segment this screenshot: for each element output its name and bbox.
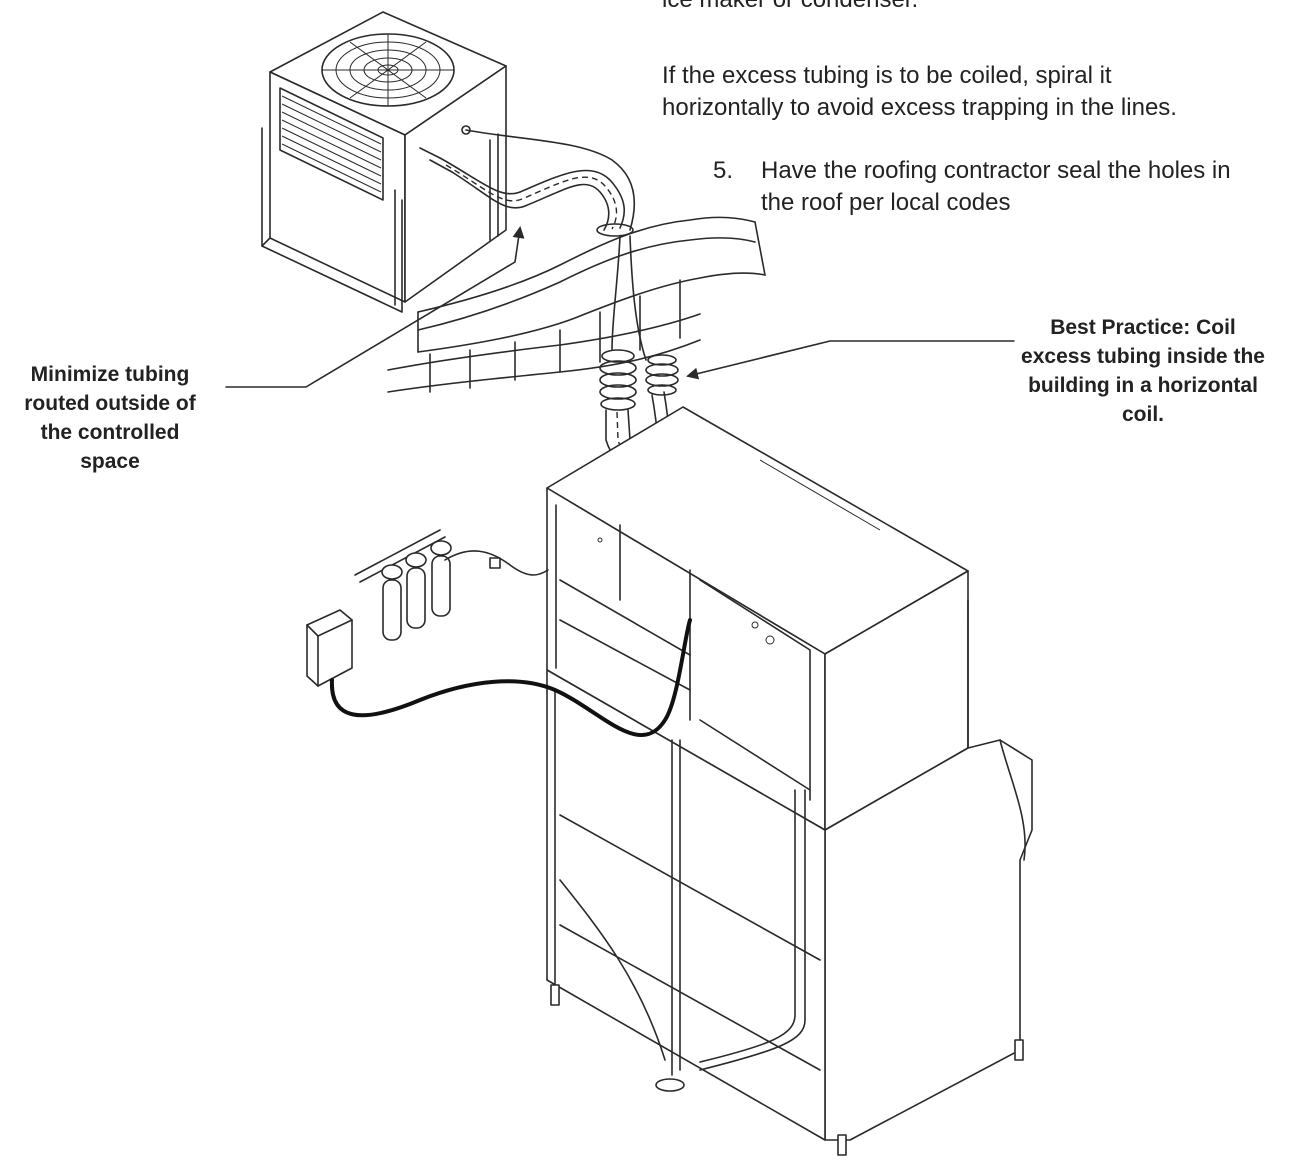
callout-best-practice: Best Practice: Coil excess tubing inside… bbox=[990, 313, 1296, 429]
water-filter-icon bbox=[354, 529, 549, 641]
callout-best-line-1: Best Practice: Coil bbox=[1050, 316, 1236, 339]
step-5: 5. Have the roofing contractor seal the h… bbox=[713, 155, 1231, 219]
callout-minimize-line-4: space bbox=[80, 450, 140, 473]
intro-fragment: ice maker or condenser. bbox=[662, 0, 918, 14]
roof-section bbox=[387, 216, 766, 393]
callout-minimize-line-1: Minimize tubing bbox=[30, 363, 190, 386]
coil-instruction-line-1: If the excess tubing is to be coiled, sp… bbox=[662, 62, 1112, 89]
step-5-line-1: Have the roofing contractor seal the hol… bbox=[761, 157, 1231, 184]
callout-best-line-4: coil. bbox=[1121, 403, 1164, 426]
callout-minimize-line-2: routed outside of bbox=[24, 392, 196, 415]
callout-minimize-line-3: the controlled bbox=[40, 421, 180, 444]
line-set-tubing bbox=[439, 129, 636, 237]
ice-machine-icon bbox=[546, 406, 1033, 1156]
callout-best-line-3: building in a horizontal bbox=[1028, 374, 1258, 397]
coil-instruction: If the excess tubing is to be coiled, sp… bbox=[662, 60, 1177, 124]
step-5-line-2: the roof per local codes bbox=[761, 189, 1011, 216]
leader-minimize bbox=[225, 226, 525, 388]
coil-instruction-line-2: horizontally to avoid excess trapping in… bbox=[662, 94, 1177, 121]
electrical-box-icon bbox=[306, 609, 353, 687]
step-5-number: 5. bbox=[713, 157, 734, 184]
callout-minimize-tubing: Minimize tubing routed outside of the co… bbox=[0, 360, 220, 476]
power-cord bbox=[329, 618, 692, 737]
remote-condenser-icon bbox=[261, 11, 507, 313]
leader-best-practice bbox=[686, 340, 1015, 380]
callout-best-line-2: excess tubing inside the bbox=[1021, 345, 1265, 368]
